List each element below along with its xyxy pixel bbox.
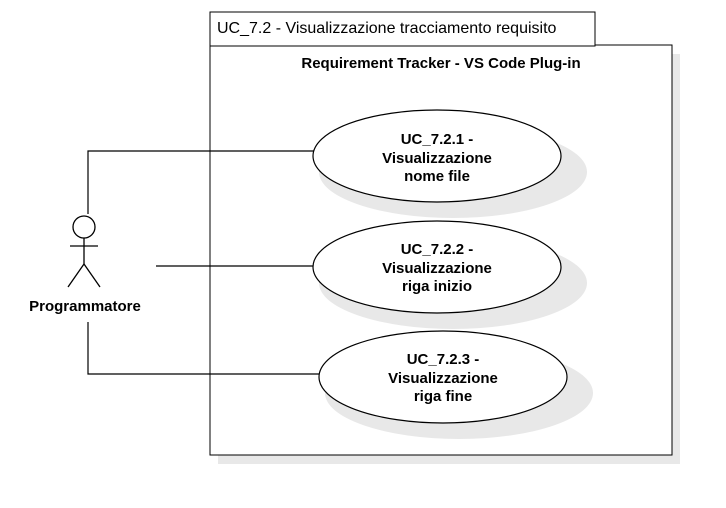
use-case-1-line-3: nome file <box>404 168 470 185</box>
use-case-3-line-1: UC_7.2.3 - <box>407 351 480 368</box>
use-case-2-line-3: riga inizio <box>402 278 472 295</box>
use-case-2-ellipse <box>312 220 562 314</box>
use-case-2[interactable]: UC_7.2.2 - Visualizzazione riga inizio <box>312 220 587 329</box>
use-case-2-line-1: UC_7.2.2 - <box>401 241 474 258</box>
actor-name: Programmatore <box>29 298 141 315</box>
use-case-2-line-2: Visualizzazione <box>382 260 492 277</box>
use-case-3[interactable]: UC_7.2.3 - Visualizzazione riga fine <box>318 330 593 439</box>
actor-programmatore[interactable]: Programmatore <box>29 215 141 315</box>
use-case-1-ellipse <box>312 109 562 203</box>
use-case-3-line-3: riga fine <box>414 388 472 405</box>
system-title: Requirement Tracker - VS Code Plug-in <box>301 55 580 72</box>
association-line-1 <box>87 150 315 214</box>
association-line-3 <box>87 322 319 375</box>
use-case-1[interactable]: UC_7.2.1 - Visualizzazione nome file <box>312 109 587 218</box>
use-case-1-line-2: Visualizzazione <box>382 150 492 167</box>
frame-label: UC_7.2 - Visualizzazione tracciamento re… <box>217 20 557 37</box>
use-case-3-line-2: Visualizzazione <box>388 370 498 387</box>
use-case-3-ellipse <box>318 330 568 424</box>
use-case-1-line-1: UC_7.2.1 - <box>401 131 474 148</box>
frame-label-tab <box>209 11 596 47</box>
actor-icon <box>67 215 101 288</box>
